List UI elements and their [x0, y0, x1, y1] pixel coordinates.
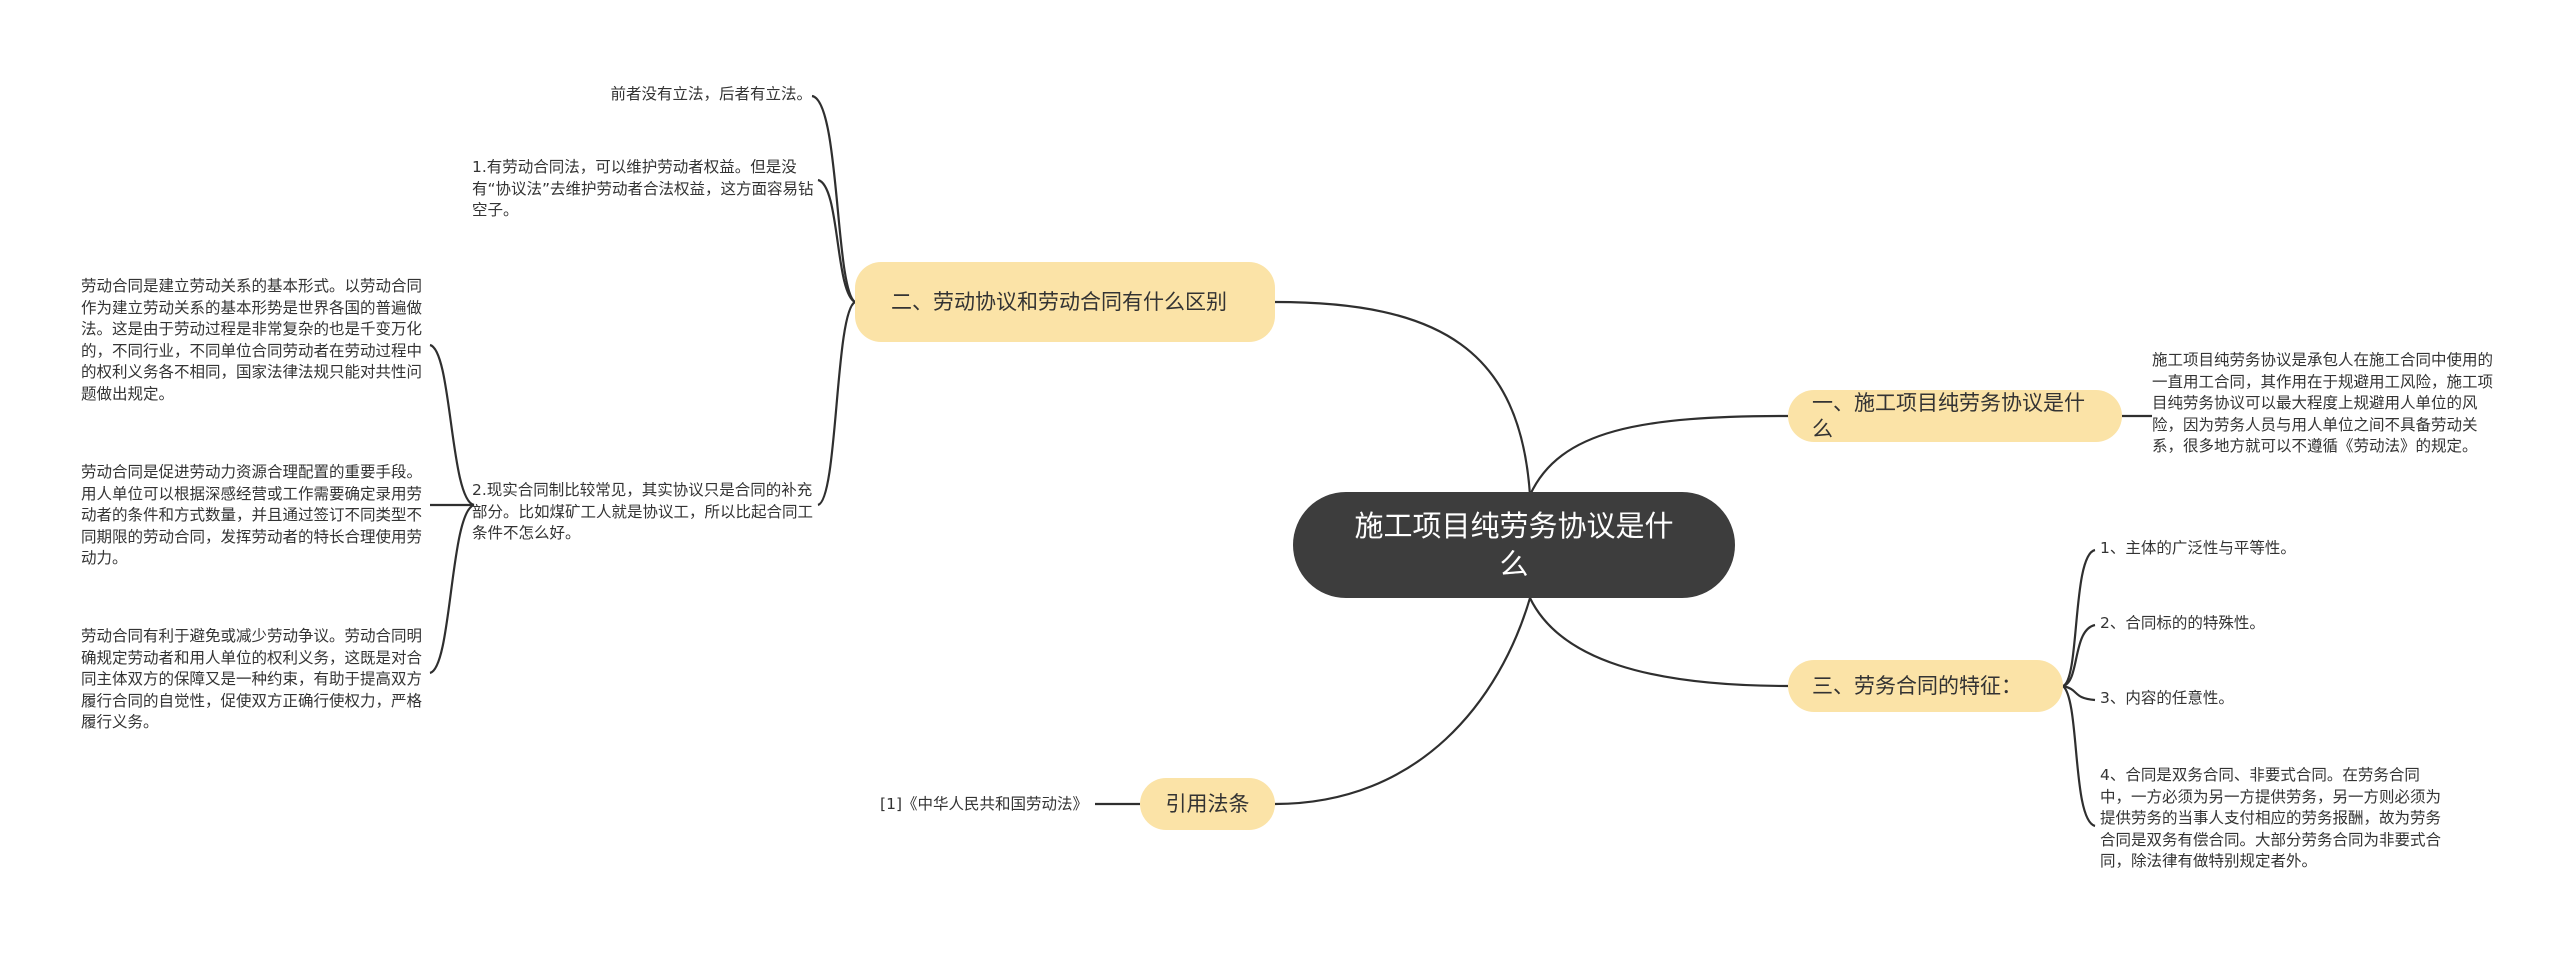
topic-what-is-agreement[interactable]: 一、施工项目纯劳务协议是什么	[1788, 390, 2122, 442]
sub-resource-allocation: 劳动合同是促进劳动力资源合理配置的重要手段。用人单位可以根据深感经营或工作需要确…	[81, 463, 423, 567]
topic-label: 一、施工项目纯劳务协议是什么	[1812, 391, 2085, 441]
feature-item: 4、合同是双务合同、非要式合同。在劳务合同中，一方必须为另一方提供劳务，另一方则…	[2100, 766, 2442, 870]
feature-item: 3、内容的任意性。	[2100, 689, 2234, 707]
sub-basic-form: 劳动合同是建立劳动关系的基本形式。以劳动合同作为建立劳动关系的基本形势是世界各国…	[81, 277, 423, 403]
note-legislation: 前者没有立法，后者有立法。	[610, 85, 812, 103]
link-root-b4	[1274, 597, 1532, 806]
feature-item: 1、主体的广泛性与平等性。	[2100, 539, 2296, 557]
link-note3-sub1	[429, 343, 475, 507]
law-reference[interactable]: [1]《中华人民共和国劳动法》	[880, 795, 1088, 813]
feature-item: 2、合同标的的特殊性。	[2100, 614, 2265, 632]
link-root-b3	[1529, 597, 1789, 688]
sub-avoid-disputes: 劳动合同有利于避免或减少劳动争议。劳动合同明确规定劳动者和用人单位的权利义务，这…	[81, 627, 423, 731]
topic-label: 二、劳动协议和劳动合同有什么区别	[891, 290, 1227, 314]
link-b3-item2	[2062, 623, 2096, 688]
topic-service-contract-features[interactable]: 三、劳务合同的特征：	[1788, 660, 2063, 712]
link-b2-note1	[811, 94, 856, 303]
link-root-b2	[1274, 300, 1532, 496]
link-root-b1	[1529, 414, 1789, 496]
note-labor-contract-law: 1.有劳动合同法，可以维护劳动者权益。但是没有“协议法”去维护劳动者合法权益，这…	[472, 158, 814, 219]
link-b3-item1	[2062, 548, 2096, 688]
link-b3-item4	[2062, 685, 2096, 828]
note-contract-system: 2.现实合同制比较常见，其实协议只是合同的补充部分。比如煤矿工人就是协议工，所以…	[472, 481, 814, 542]
topic-detail-text: 施工项目纯劳务协议是承包人在施工合同中使用的一直用工合同，其作用在于规避用工风险…	[2152, 351, 2494, 455]
root-topic[interactable]: 施工项目纯劳务协议是什么	[1293, 492, 1735, 598]
root-topic-label: 施工项目纯劳务协议是什么	[1354, 509, 1674, 581]
topic-agreement-vs-contract[interactable]: 二、劳动协议和劳动合同有什么区别	[855, 262, 1275, 342]
link-note3-sub3	[429, 503, 475, 675]
topic-label: 引用法条	[1165, 792, 1250, 816]
topic-label: 三、劳务合同的特征：	[1812, 674, 2022, 698]
link-b3-item3	[2062, 684, 2096, 702]
link-b2-note2	[817, 178, 856, 303]
topic-cited-law[interactable]: 引用法条	[1140, 778, 1275, 830]
link-b2-note3	[817, 301, 856, 507]
